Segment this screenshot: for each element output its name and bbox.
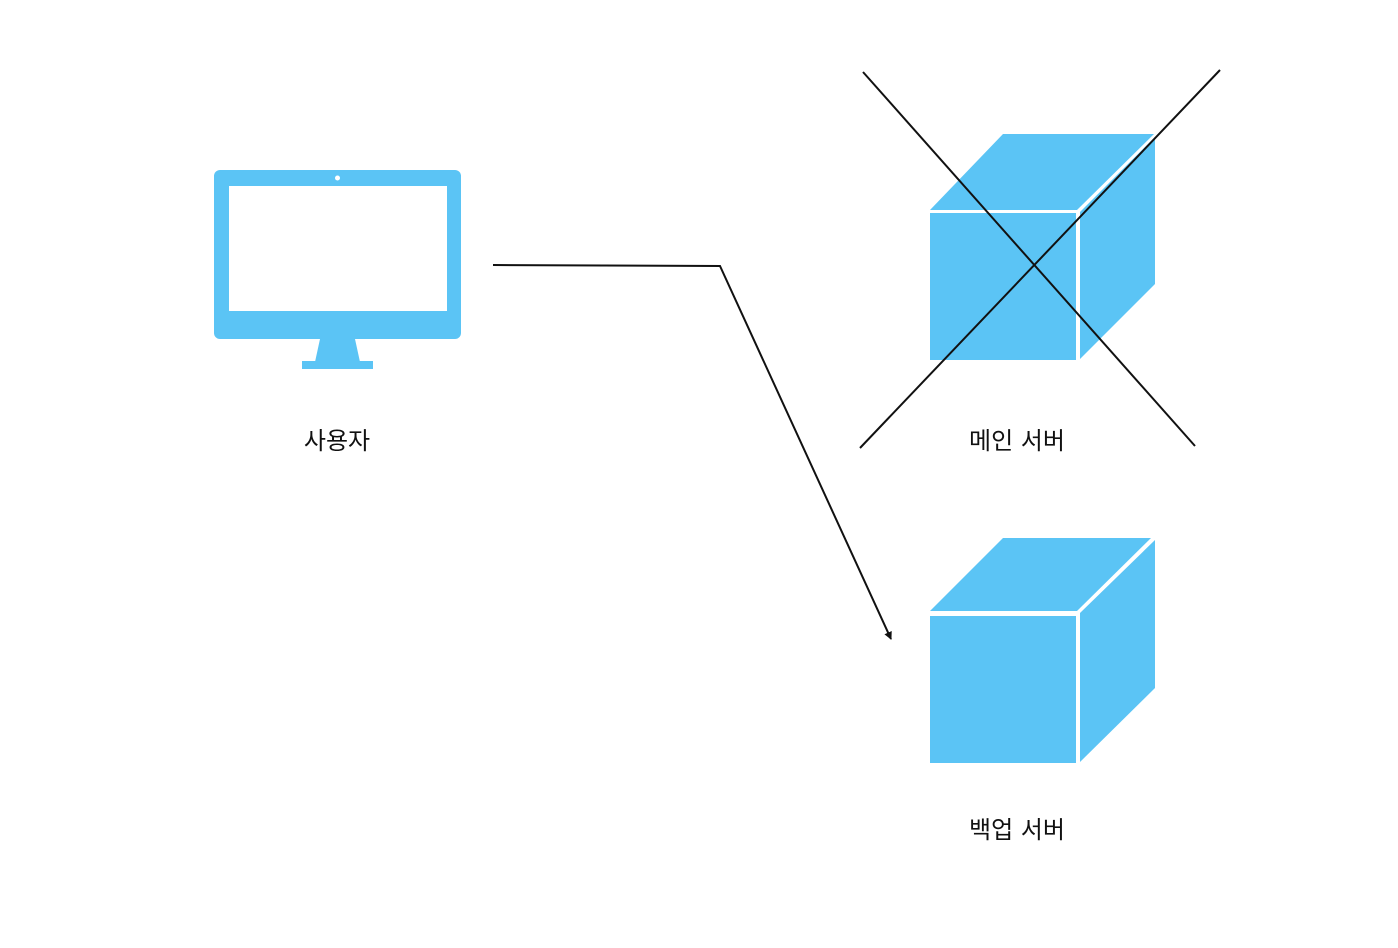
main-server-cube-icon: [930, 134, 1155, 360]
connection-arrow: [492, 264, 892, 640]
unavailable-cross-icon: [859, 69, 1221, 449]
monitor-icon: [214, 170, 461, 369]
backup-server-cube-icon: [930, 538, 1155, 763]
backup-server-label: 백업 서버: [969, 816, 1065, 844]
main-server-label: 메인 서버: [969, 427, 1065, 455]
user-label: 사용자: [303, 427, 371, 455]
